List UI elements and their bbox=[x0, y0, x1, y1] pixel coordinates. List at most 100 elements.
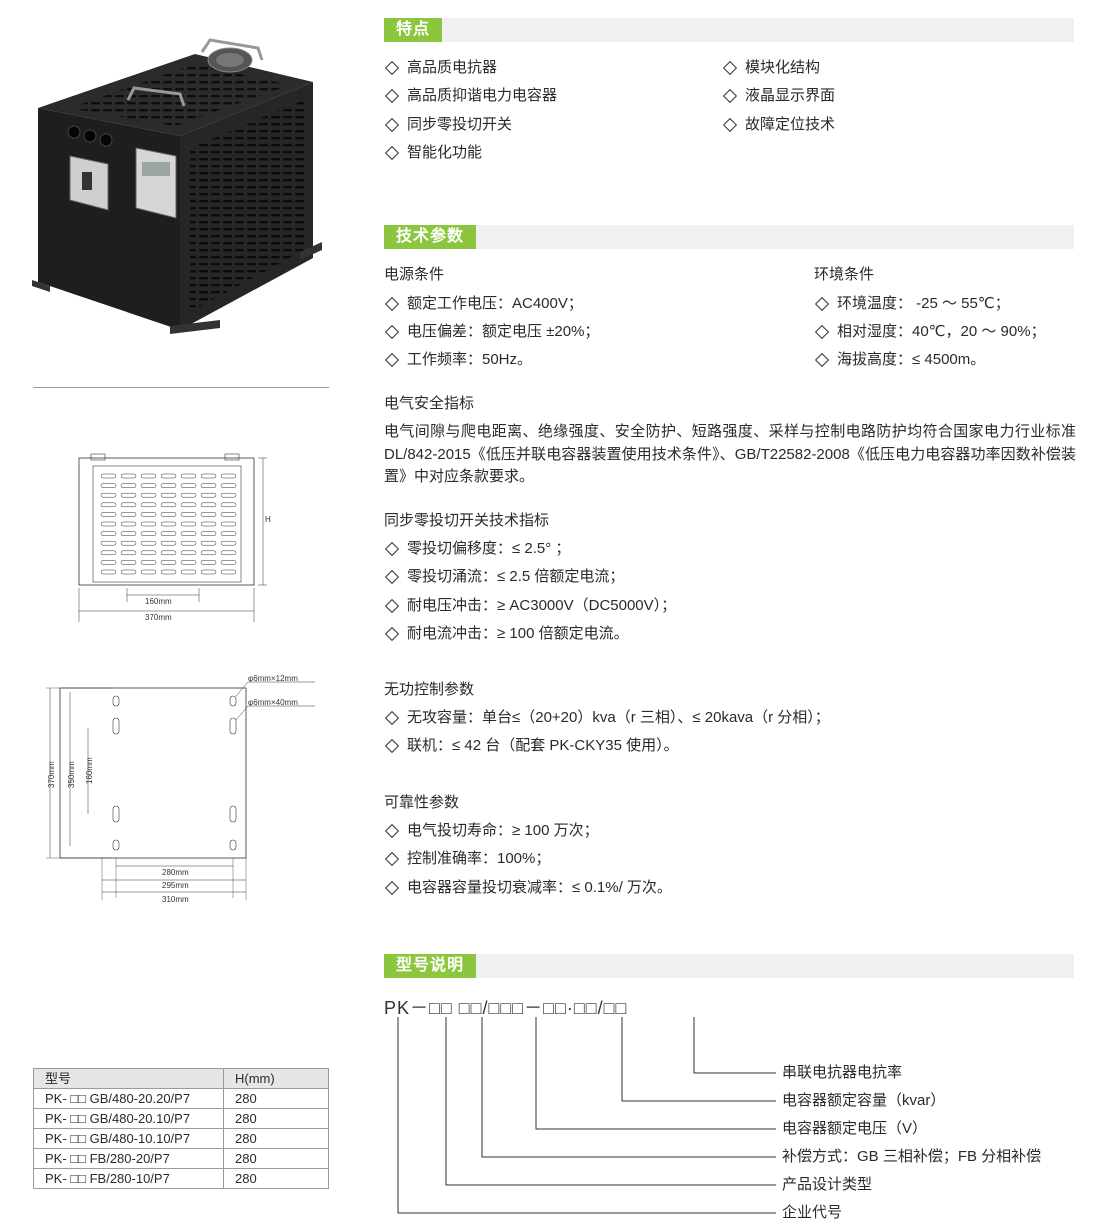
diamond-bullet-icon bbox=[384, 851, 400, 866]
vent-slot bbox=[160, 492, 177, 498]
vent-slot bbox=[200, 569, 217, 575]
model-code-leader-lines bbox=[397, 1017, 776, 1214]
vent-slot bbox=[140, 550, 157, 556]
vent-slot bbox=[200, 473, 217, 479]
table-header-model: 型号 bbox=[33, 1068, 224, 1089]
vent-slot bbox=[200, 492, 217, 498]
vent-slot bbox=[120, 569, 137, 575]
vent-slot bbox=[220, 502, 237, 508]
switch-item: 零投切涌流：≤ 2.5 倍额定电流； bbox=[384, 567, 624, 587]
diamond-bullet-icon bbox=[384, 88, 400, 103]
h-cell: 280 bbox=[223, 1168, 329, 1189]
model-cell: PK- □□ FB/280-20/P7 bbox=[33, 1148, 224, 1169]
model-cell: PK- □□ GB/480-20.10/P7 bbox=[33, 1108, 224, 1129]
vent-slot bbox=[140, 560, 157, 565]
vent-slot bbox=[180, 521, 197, 527]
feature-item: 同步零投切开关 bbox=[384, 115, 512, 135]
vent-slot bbox=[220, 473, 237, 479]
dim-h-310: 310mm bbox=[162, 895, 189, 904]
reactive-item: 无攻容量：单台≤（20+20）kva（r 三相）、≤ 20kava（r 分相）； bbox=[384, 708, 830, 728]
vent-slot bbox=[220, 512, 237, 517]
feature-item: 高品质抑谐电力电容器 bbox=[384, 86, 557, 106]
vent-slot bbox=[220, 540, 237, 546]
switch-item: 耐电压冲击：≥ AC3000V（DC5000V）； bbox=[384, 596, 676, 616]
vent-slot bbox=[200, 483, 217, 488]
vent-slot bbox=[160, 483, 177, 488]
table-header-h: H(mm) bbox=[223, 1068, 329, 1089]
power-item: 额定工作电压：AC400V； bbox=[384, 294, 583, 314]
vent-slot bbox=[220, 483, 237, 488]
vent-slot bbox=[200, 531, 217, 536]
dim-h-label: H bbox=[265, 515, 271, 524]
vent-slot bbox=[160, 569, 177, 575]
diamond-bullet-icon bbox=[384, 145, 400, 160]
vent-slot bbox=[120, 492, 137, 498]
hole-label-1: φ6mm×12mm bbox=[248, 674, 298, 683]
switch-item: 耐电流冲击：≥ 100 倍额定电流。 bbox=[384, 624, 629, 644]
diamond-bullet-icon bbox=[722, 117, 738, 132]
code-label-enterprise: 企业代号 bbox=[782, 1204, 843, 1221]
diamond-bullet-icon bbox=[384, 823, 400, 838]
diamond-bullet-icon bbox=[384, 541, 400, 556]
dim-h-295: 295mm bbox=[162, 881, 189, 890]
vent-slot bbox=[200, 512, 217, 517]
model-cell: PK- □□ GB/480-20.20/P7 bbox=[33, 1088, 224, 1109]
h-cell: 280 bbox=[223, 1148, 329, 1169]
vent-slot bbox=[200, 540, 217, 546]
diamond-bullet-icon bbox=[384, 598, 400, 613]
diamond-bullet-icon bbox=[384, 352, 400, 367]
vent-slot bbox=[180, 492, 197, 498]
tech-header-bar: 技术参数 bbox=[384, 225, 1074, 249]
vent-slot bbox=[100, 473, 117, 479]
reliability-item: 电气投切寿命：≥ 100 万次； bbox=[384, 821, 599, 841]
code-label-capacity: 电容器额定容量（kvar） bbox=[782, 1092, 946, 1109]
vent-slot bbox=[140, 540, 157, 546]
vent-slot bbox=[160, 531, 177, 536]
h-cell: 280 bbox=[223, 1128, 329, 1149]
vent-slot bbox=[120, 531, 137, 536]
vent-slot bbox=[160, 521, 177, 527]
vent-slot bbox=[160, 540, 177, 546]
power-item: 工作频率：50Hz。 bbox=[384, 350, 532, 370]
vent-slot bbox=[140, 521, 157, 527]
model-cell: PK- □□ FB/280-10/P7 bbox=[33, 1168, 224, 1189]
switch-item: 零投切偏移度：≤ 2.5° ； bbox=[384, 539, 570, 559]
model-cell: PK- □□ GB/480-10.10/P7 bbox=[33, 1128, 224, 1149]
env-item: 相对湿度：40℃，20 ～ 90%； bbox=[814, 322, 1046, 342]
vent-slot bbox=[140, 569, 157, 575]
base-view-drawing: φ6mm×12mm φ6mm×40mm 370mm 350mm 160mm 28… bbox=[46, 674, 315, 904]
diamond-bullet-icon bbox=[384, 880, 400, 895]
diamond-bullet-icon bbox=[384, 296, 400, 311]
code-label-voltage: 电容器额定电压（V） bbox=[782, 1120, 928, 1137]
reliability-heading: 可靠性参数 bbox=[384, 794, 460, 811]
vent-slot bbox=[140, 531, 157, 536]
vent-slot bbox=[140, 502, 157, 508]
vent-slot bbox=[140, 512, 157, 517]
vent-slot bbox=[140, 473, 157, 479]
vent-slot bbox=[200, 521, 217, 527]
reliability-item: 控制准确率：100%； bbox=[384, 849, 550, 869]
vent-slot bbox=[140, 483, 157, 488]
vent-slot bbox=[120, 512, 137, 517]
vent-slot bbox=[120, 560, 137, 565]
vent-slot bbox=[100, 502, 117, 508]
diamond-bullet-icon bbox=[814, 352, 830, 367]
dim-h-280: 280mm bbox=[162, 868, 189, 877]
vent-slot bbox=[180, 512, 197, 517]
power-heading: 电源条件 bbox=[384, 266, 445, 283]
diamond-bullet-icon bbox=[384, 710, 400, 725]
diamond-bullet-icon bbox=[814, 296, 830, 311]
model-desc-header-bar: 型号说明 bbox=[384, 954, 1074, 978]
h-cell: 280 bbox=[223, 1108, 329, 1129]
dim-160: 160mm bbox=[145, 597, 172, 606]
switch-heading: 同步零投切开关技术指标 bbox=[384, 512, 550, 529]
h-cell: 280 bbox=[223, 1088, 329, 1109]
product-image bbox=[32, 38, 322, 334]
vent-slot bbox=[180, 550, 197, 556]
vent-slot bbox=[140, 492, 157, 498]
vent-slot bbox=[220, 492, 237, 498]
